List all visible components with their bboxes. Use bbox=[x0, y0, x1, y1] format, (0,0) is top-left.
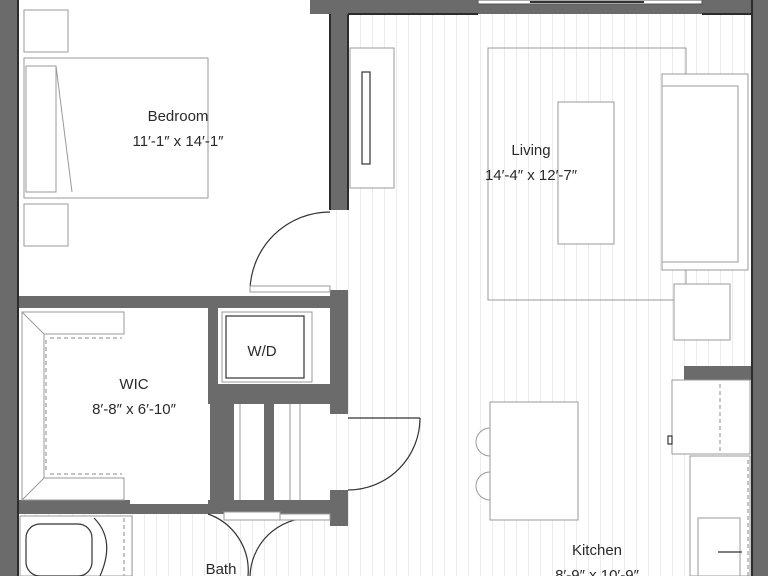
wic-size: 8′-8″ x 6′-10″ bbox=[92, 401, 176, 418]
kitchen-fixtures bbox=[475, 379, 751, 576]
bath-name: Bath bbox=[206, 561, 237, 576]
doors bbox=[207, 211, 421, 576]
kitchen-size: 8′-9″ x 10′-9″ bbox=[555, 567, 639, 576]
bedroom-furniture bbox=[23, 9, 209, 247]
bedroom-floor bbox=[18, 0, 330, 296]
bedroom-name: Bedroom bbox=[148, 108, 209, 125]
bedroom-size: 11′-1″ x 14′-1″ bbox=[132, 133, 224, 150]
wic-floor bbox=[18, 308, 210, 504]
wall-outlines bbox=[17, 0, 753, 576]
wic-name: WIC bbox=[119, 376, 148, 393]
wd-label: W/D bbox=[247, 343, 276, 360]
wd-closet bbox=[221, 311, 313, 383]
linen-closet bbox=[223, 404, 301, 521]
living-size: 14′-4″ x 12′-7″ bbox=[485, 167, 578, 184]
wic-shelving bbox=[21, 311, 125, 501]
bath-fixtures bbox=[19, 515, 133, 576]
living-name: Living bbox=[511, 142, 550, 159]
linen-closet-floor bbox=[234, 404, 330, 500]
kitchen-name: Kitchen bbox=[572, 542, 622, 559]
window bbox=[477, 0, 703, 5]
living-furniture bbox=[349, 47, 749, 341]
